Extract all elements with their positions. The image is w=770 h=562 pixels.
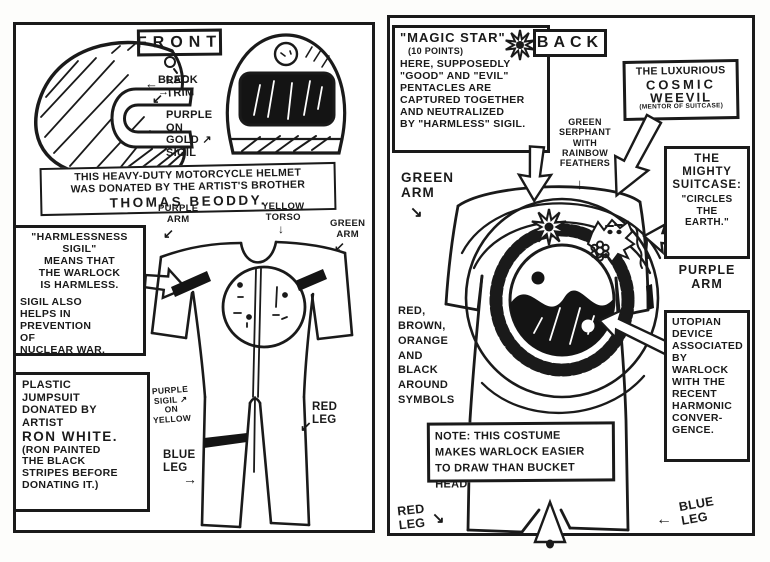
arrow-down-icon: ↓ [576,176,584,193]
suitcase-title: THE MIGHTY SUITCASE: [672,153,742,192]
jumpsuit-credit-1: PLASTIC JUMPSUIT DONATED BY ARTIST [22,379,97,429]
utopian-text: UTOPIAN DEVICE ASSOCIATED BY WARLOCK WIT… [672,316,744,436]
magic-star-icon [505,29,535,61]
magic-star-title: "MAGIC STAR" [400,30,506,45]
harmlessness-text-2: SIGIL ALSO HELPS IN PREVENTION OF NUCLEA… [20,295,106,356]
arrow-right-icon: → [158,86,170,99]
arrow-down-right-icon: ↘ [432,510,445,527]
front-panel: FRONT [13,22,375,533]
weevil-line-4: (MENTOR OF SUITCASE) [639,101,724,111]
symbol-colors-label: RED, BROWN, ORANGE AND BLACK AROUND SYMB… [398,305,455,407]
purple-arm-label: PURPLE ARM [678,263,736,292]
block-arrow-down-icon [516,145,554,204]
arrow-left-icon: ← [656,511,672,528]
suitcase-quote: "CIRCLES THE EARTH." [681,194,733,229]
harmlessness-box: "HARMLESSNESS SIGIL" MEANS THAT THE WARL… [13,225,146,356]
yellow-torso-label: YELLOW TORSO [262,201,305,223]
red-leg-label: RED LEG [396,501,427,533]
red-trim-label: RED TRIM [165,73,195,100]
arrow-down-left-icon: ↙ [152,91,163,106]
purple-arm-label: PURPLE ARM [158,203,199,225]
magic-star-box: "MAGIC STAR" (10 POINTS) HERE, SUPPOSEDL… [392,25,550,153]
note-text: NOTE: THIS COSTUME MAKES WARLOCK EASIER … [434,429,585,491]
blue-leg-label: BLUE LEG [677,494,715,529]
purple-gold-sigil-label: PURPLE ON GOLD ↗ SIGIL [166,109,213,159]
jumpsuit-credit-box: PLASTIC JUMPSUIT DONATED BY ARTIST RON W… [13,372,150,512]
jumpsuit-credit-2: (RON PAINTED THE BLACK STRIPES BEFORE DO… [22,443,118,492]
back-panel: "MAGIC STAR" (10 POINTS) HERE, SUPPOSEDL… [387,15,755,549]
arrow-down-left-icon: ↙ [163,226,174,241]
helmet-front-drawing [225,33,347,155]
green-arm-label: GREEN ARM [330,218,366,240]
magic-star-body: HERE, SUPPOSEDLY "GOOD" AND "EVIL" PENTA… [400,58,526,130]
arrow-right-icon: → [183,471,197,487]
blue-leg-label: BLUE LEG [163,449,196,475]
green-arm-label: GREEN ARM [401,170,455,201]
yin-yang-icon [508,243,616,357]
arrow-down-left-icon: ↙ [334,239,345,254]
black-label: BLACK → [158,73,198,99]
arrow-down-left-icon: ↙ [300,418,312,434]
block-arrow-down-left-icon [613,113,663,198]
helmet-side-drawing [34,40,194,177]
note-box: NOTE: THIS COSTUME MAKES WARLOCK EASIER … [426,421,616,490]
magic-star-points: (10 POINTS) [408,45,464,56]
ten-point-star-icon [531,208,567,246]
arrow-left-icon: ← [145,76,158,91]
utopian-device-box: UTOPIAN DEVICE ASSOCIATED BY WARLOCK WIT… [664,310,750,462]
purple-sigil-label: PURPLE SIGIL ↗ ON YELLOW [151,383,192,426]
red-leg-label: RED LEG [312,401,338,427]
arrow-down-icon: ↓ [278,222,284,236]
mighty-suitcase-box: THE MIGHTY SUITCASE: "CIRCLES THE EARTH.… [664,146,750,259]
serpent-label: GREEN SERPHANT WITH RAINBOW FEATHERS [559,117,611,168]
back-title: BACK [536,34,604,51]
back-title-box: BACK [533,29,607,57]
jumpsuit-credit-name: RON WHITE. [22,429,118,445]
jumpsuit-front-drawing [150,240,354,529]
arrow-down-right-icon: ↘ [410,204,423,221]
harmlessness-text-1: "HARMLESSNESS SIGIL" MEANS THAT THE WARL… [31,231,128,291]
